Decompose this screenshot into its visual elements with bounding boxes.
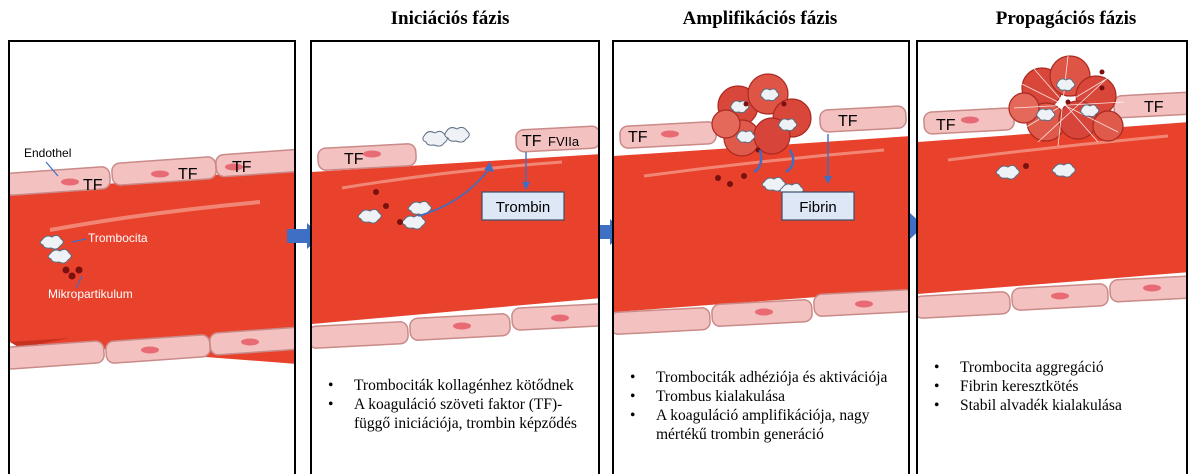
phase-title-propagation: Propagációs fázis: [996, 8, 1137, 30]
clot-cluster: [1009, 56, 1123, 141]
panel-initiation: TF TF FVIIa Trombin Trombociták kollagén…: [310, 40, 600, 474]
phase-title-amplification: Amplifikációs fázis: [683, 8, 838, 30]
phase-title-initiation: Iniciációs fázis: [391, 8, 510, 30]
intact-vessel-drawing: TF TF TF Endothel Trombocita Mikropartik…: [10, 42, 296, 474]
tf-label: TF: [628, 129, 648, 146]
vessel-lumen: [312, 154, 600, 324]
fviia-label: FVIIa: [548, 134, 580, 149]
mikropartikulum-label: Mikropartikulum: [48, 287, 133, 301]
tf-label: TF: [838, 113, 858, 130]
tf-label: TF: [522, 133, 542, 150]
panel-intact-vessel: TF TF TF Endothel Trombocita Mikropartik…: [8, 40, 296, 474]
initiation-bullet-list: Trombociták kollagénhez kötődnek A koagu…: [328, 376, 588, 433]
trombocita-label: Trombocita: [88, 231, 148, 245]
list-item: Trombociták adhéziója és aktivációja: [630, 368, 898, 387]
list-item: Trombociták kollagénhez kötődnek: [328, 376, 588, 395]
tf-label: TF: [1144, 99, 1164, 116]
panel-amplification: TF TF Fibrin Trombociták adhéziója és ak…: [612, 40, 910, 474]
propagation-bullet-list: Trombocita aggregáció Fibrin keresztköté…: [934, 358, 1176, 415]
red-blood-cell-cluster: [712, 74, 811, 156]
list-item: Trombocita aggregáció: [934, 358, 1176, 377]
panel-propagation: TF TF Trombocita aggregáció Fibrin keres…: [916, 40, 1188, 474]
list-item: Trombus kialakulása: [630, 387, 898, 406]
endothel-label: Endothel: [24, 146, 71, 160]
list-item: A koaguláció amplifikációja, nagy mérték…: [630, 406, 898, 444]
fibrin-label: Fibrin: [799, 199, 837, 216]
amplification-bullet-list: Trombociták adhéziója és aktivációja Tro…: [630, 368, 898, 444]
tf-label: TF: [936, 117, 956, 134]
tf-label: TF: [232, 159, 252, 176]
tf-label: TF: [83, 177, 103, 194]
list-item: Stabil alvadék kialakulása: [934, 396, 1176, 415]
list-item: A koaguláció szöveti faktor (TF)- függő …: [328, 395, 588, 433]
trombin-label: Trombin: [496, 199, 550, 216]
tf-label: TF: [178, 166, 198, 183]
tf-label: TF: [344, 151, 364, 168]
list-item: Fibrin keresztkötés: [934, 377, 1176, 396]
